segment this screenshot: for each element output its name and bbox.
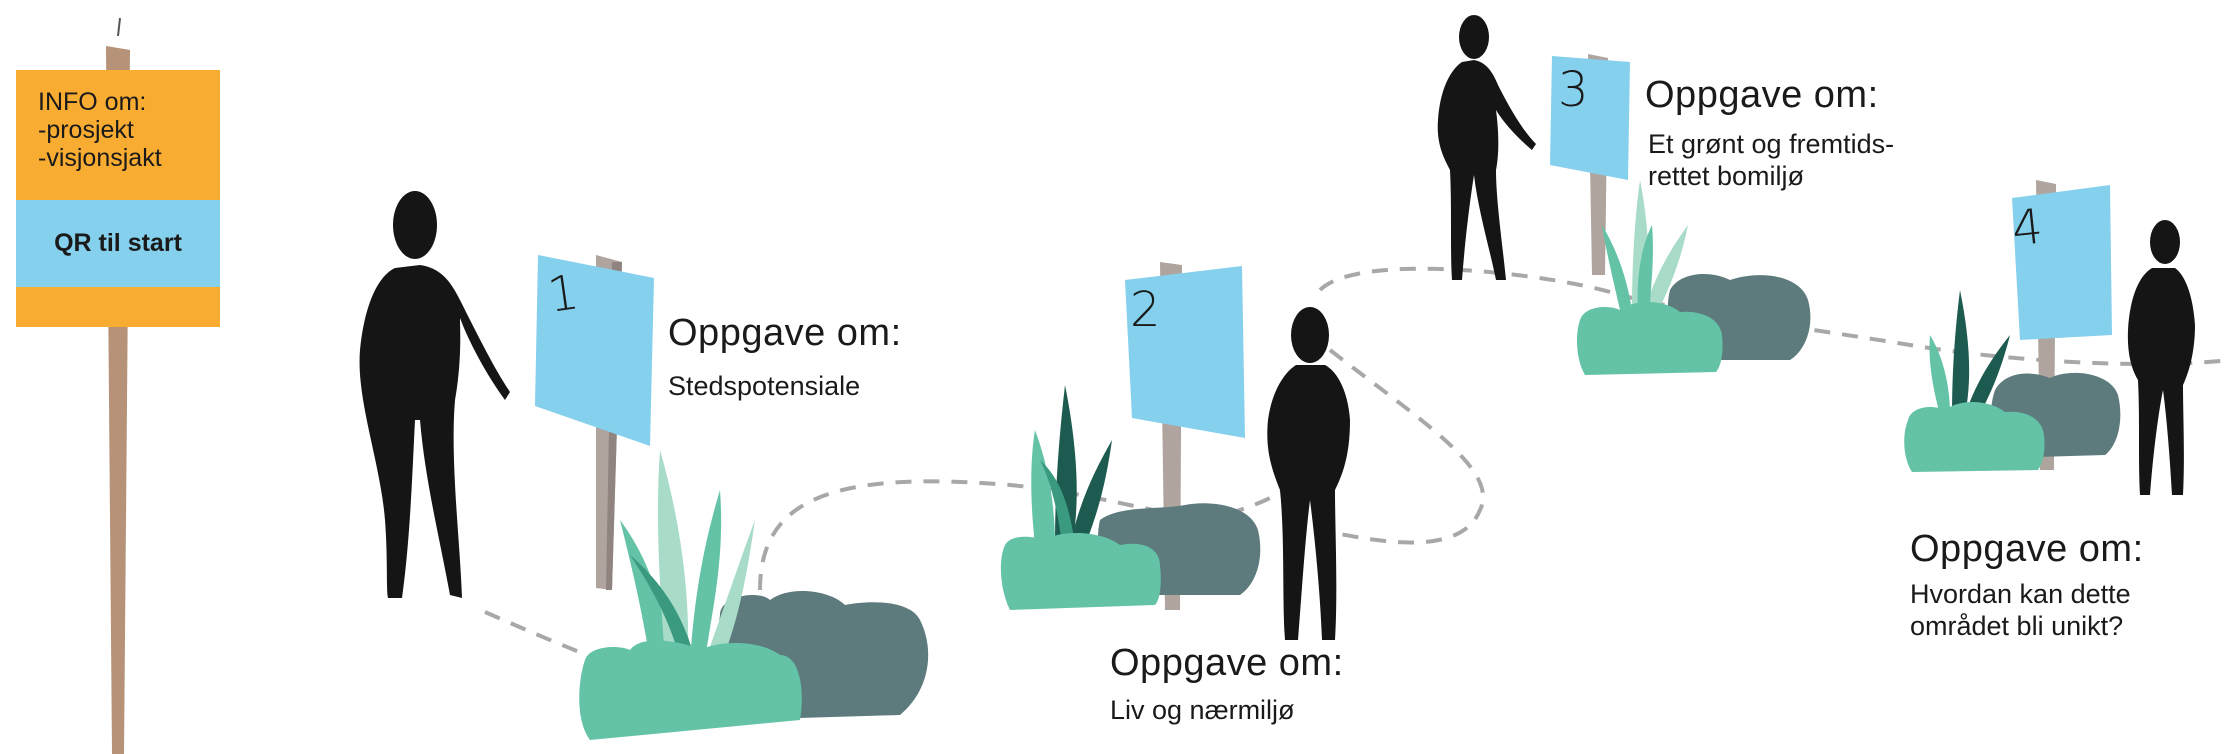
station-2-text-1: Liv og nærmiljø [1110, 694, 1295, 726]
station-1-text-1: Stedspotensiale [668, 370, 860, 402]
station-4-number: 4 [2009, 199, 2045, 258]
info-line-3: -visjonsjakt [16, 144, 220, 172]
qr-start-panel[interactable]: QR til start [16, 200, 220, 287]
figure-4 [2128, 220, 2195, 495]
info-line-1: INFO om: [16, 70, 220, 116]
figure-1 [360, 191, 510, 598]
station-4-text-2: området bli unikt? [1910, 610, 2123, 642]
station-3-text-1: Et grønt og fremtids- [1648, 128, 1894, 160]
station-2-heading: Oppgave om: [1110, 642, 1344, 685]
figure-3 [1438, 15, 1536, 280]
info-sign-bottom [16, 287, 220, 327]
station-2-number: 2 [1130, 282, 1161, 338]
station-2-bush [1001, 533, 1161, 610]
info-sign-panel: INFO om: -prosjekt -visjonsjakt [16, 70, 220, 200]
station-1-bush [579, 641, 802, 740]
station-1-heading: Oppgave om: [668, 312, 902, 355]
station-3-heading: Oppgave om: [1645, 74, 1879, 117]
station-3-text-2: rettet bomiljø [1648, 160, 1804, 192]
station-3-number: 3 [1558, 62, 1589, 118]
qr-start-label: QR til start [16, 200, 220, 287]
info-line-2: -prosjekt [16, 116, 220, 144]
station-4-text-1: Hvordan kan dette [1910, 578, 2131, 610]
station-4-heading: Oppgave om: [1910, 528, 2144, 571]
